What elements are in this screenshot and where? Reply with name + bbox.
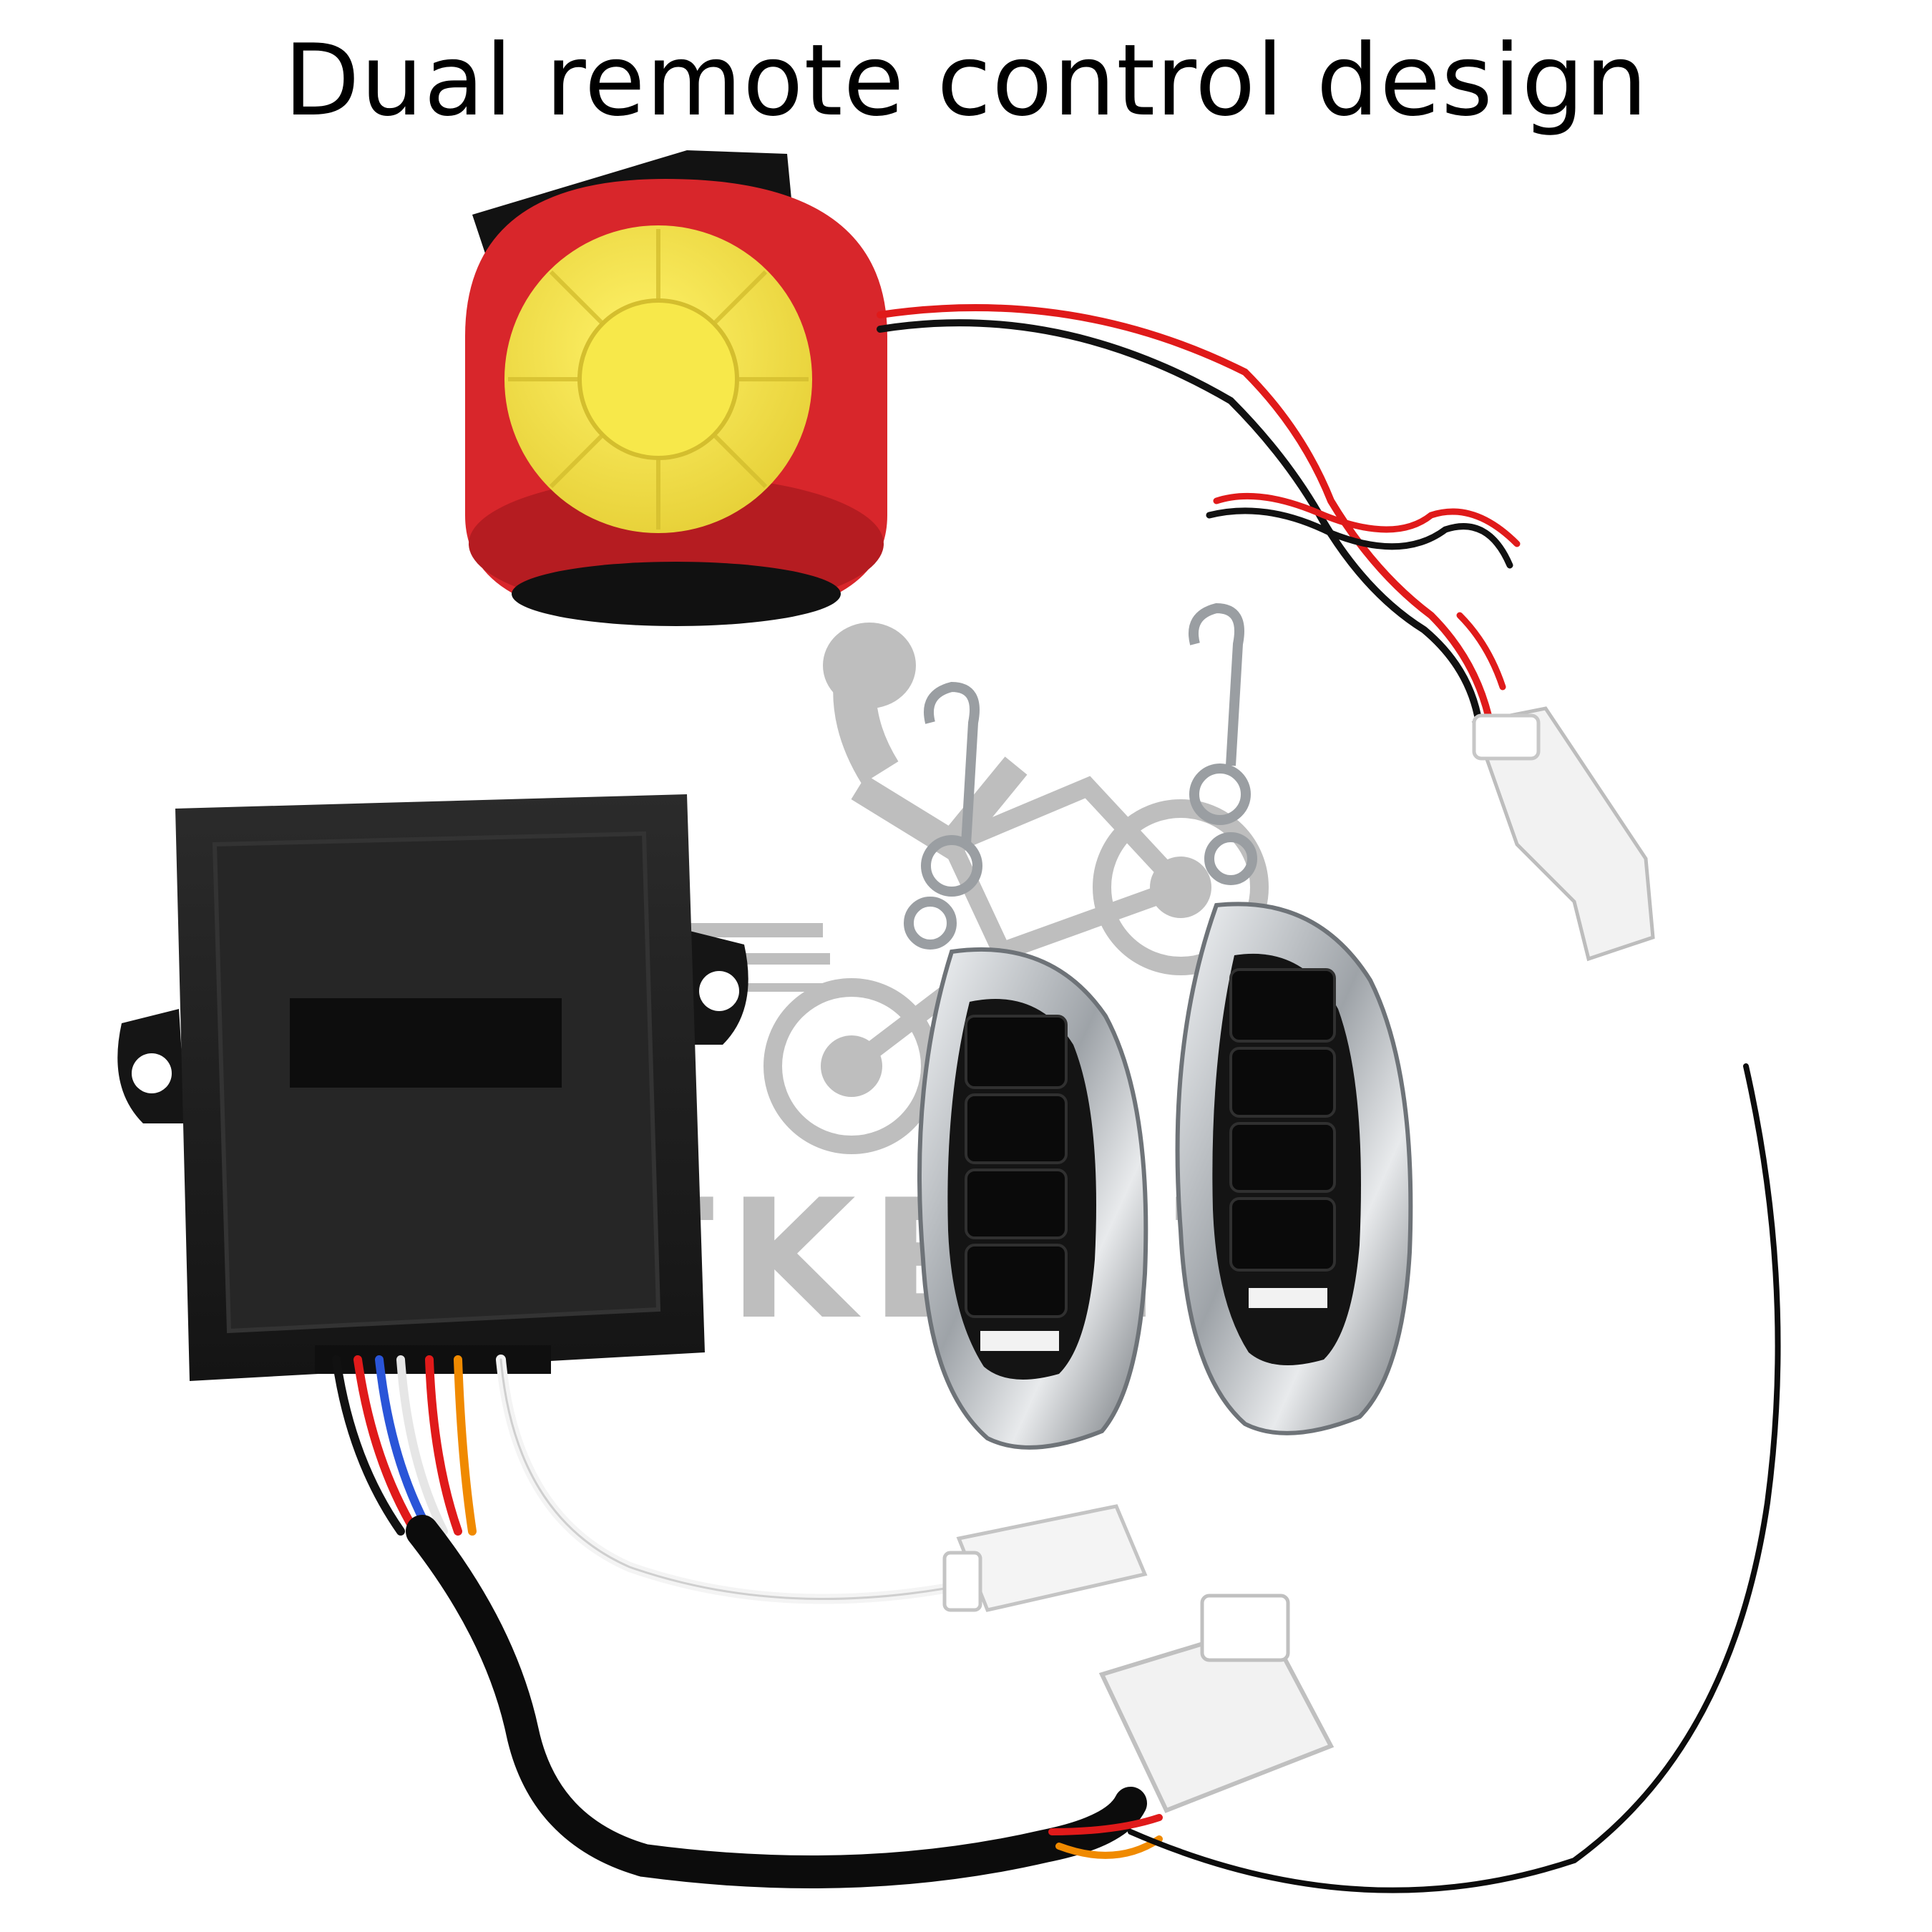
remote-control-1	[904, 681, 1148, 1450]
motocross-rider-icon	[687, 653, 1269, 1154]
antenna-wire-icon	[1128, 1063, 1781, 1893]
remote-1-button-mute	[965, 1244, 1068, 1318]
keyring-2-icon	[1189, 602, 1257, 885]
siren-connector	[1471, 706, 1655, 962]
keyring-1-icon	[904, 681, 982, 950]
module-led-window	[290, 998, 562, 1088]
remote-1-button-start	[965, 1169, 1068, 1239]
control-module	[117, 794, 748, 1381]
module-harness	[332, 1063, 1781, 1893]
module-connector-small	[942, 1504, 1148, 1612]
headline: Dual remote control design	[283, 23, 1649, 138]
remote-1-button-lock	[965, 1015, 1068, 1089]
remote-2-button-start	[1229, 1122, 1336, 1193]
remote-control-2	[1175, 602, 1413, 1435]
alarm-siren	[465, 150, 887, 626]
helmet-icon	[823, 623, 916, 708]
remote-2-button-lock	[1229, 968, 1336, 1043]
remote-1-button-unlock	[965, 1093, 1068, 1164]
remote-2-button-mute	[1229, 1197, 1336, 1272]
module-connector-main	[1098, 1594, 1335, 1813]
siren-wires	[877, 304, 1521, 719]
remote-2-button-unlock	[1229, 1047, 1336, 1118]
